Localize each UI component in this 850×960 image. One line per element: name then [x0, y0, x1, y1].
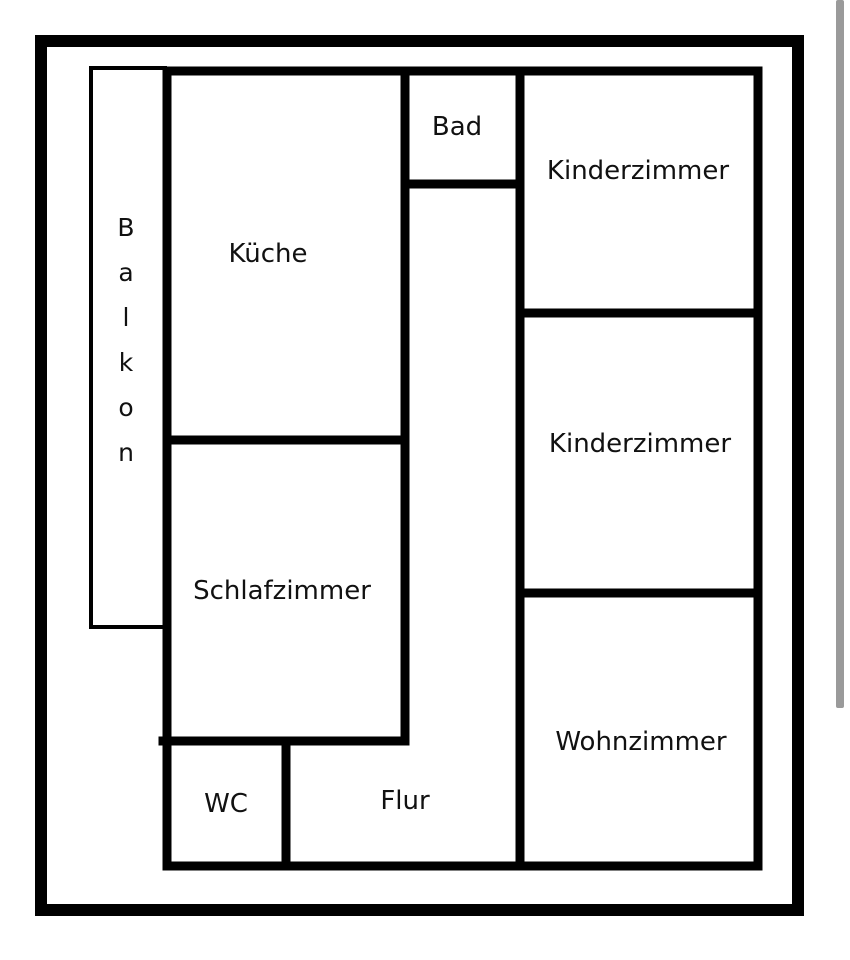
room-label-schlafzimmer: Schlafzimmer	[193, 576, 371, 606]
balkon-letter: k	[119, 348, 134, 377]
room-label-wohnzimmer: Wohnzimmer	[555, 727, 727, 757]
room-balkon: B a l k o n	[89, 66, 167, 629]
balkon-letter: B	[117, 213, 134, 242]
balkon-letter: n	[118, 438, 134, 467]
room-label-bad: Bad	[432, 112, 482, 142]
room-label-flur: Flur	[380, 786, 430, 816]
balkon-letter: o	[118, 393, 133, 422]
scrollbar[interactable]	[836, 0, 844, 708]
room-label-kueche: Küche	[228, 239, 307, 269]
balkon-letter: a	[118, 258, 133, 287]
room-label-kinderzimmer-1: Kinderzimmer	[547, 156, 729, 186]
balkon-label-vertical: B a l k o n	[117, 213, 134, 467]
room-label-kinderzimmer-2: Kinderzimmer	[549, 429, 731, 459]
outer-frame	[35, 35, 804, 916]
walls	[158, 66, 763, 871]
balkon-letter: l	[123, 303, 130, 332]
room-label-wc: WC	[204, 789, 248, 819]
